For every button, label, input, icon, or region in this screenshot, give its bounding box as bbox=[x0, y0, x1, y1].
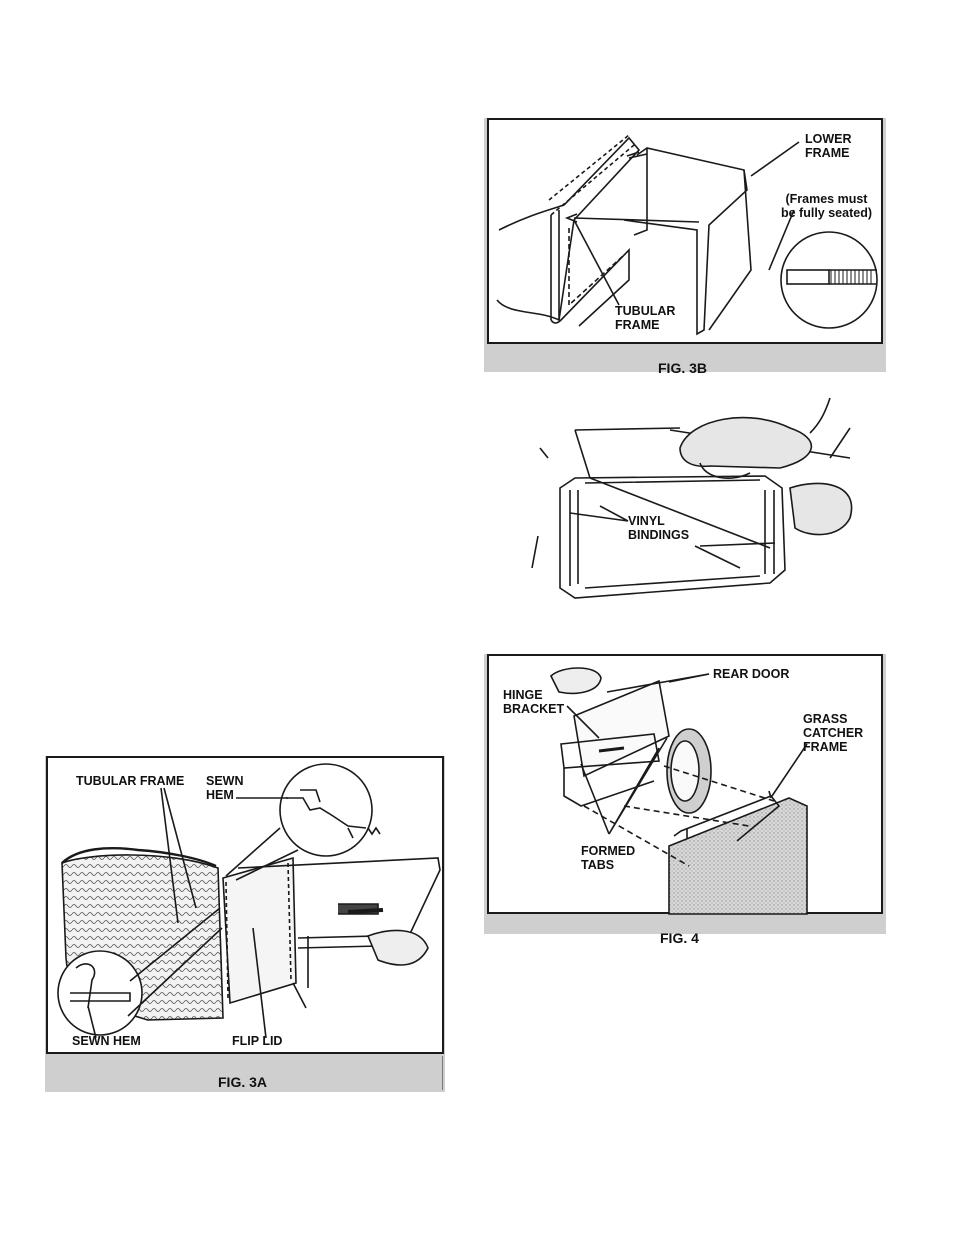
flip-lid-label: FLIP LID bbox=[232, 1034, 282, 1048]
figure-vinyl-bindings: VINYL BINDINGS bbox=[530, 388, 866, 610]
scan-edge-line bbox=[442, 1056, 443, 1090]
vinyl-label: VINYL bbox=[628, 514, 665, 528]
vinyl-bindings-illustration bbox=[530, 388, 866, 610]
tubular-frame-label: TUBULAR FRAME bbox=[76, 774, 184, 788]
lower-frame-label: LOWER FRAME bbox=[805, 132, 852, 160]
figure-3a: TUBULAR FRAME SEWN HEM SEWN HEM FLIP LID bbox=[46, 756, 444, 1054]
frames-seated-note: (Frames must be fully seated) bbox=[781, 192, 872, 220]
bindings-label: BINDINGS bbox=[628, 528, 689, 542]
grass-catcher-frame-label: GRASS CATCHER FRAME bbox=[803, 712, 863, 754]
hinge-bracket-label: HINGE BRACKET bbox=[503, 688, 564, 716]
sewn-hem-label-top: SEWN HEM bbox=[206, 774, 244, 802]
figure-3a-illustration bbox=[48, 758, 446, 1056]
figure-3b: LOWER FRAME (Frames must be fully seated… bbox=[487, 118, 883, 344]
tubular-frame-label: TUBULAR FRAME bbox=[615, 304, 675, 332]
figure-4: REAR DOOR HINGE BRACKET GRASS CATCHER FR… bbox=[487, 654, 883, 914]
rear-door-label: REAR DOOR bbox=[713, 667, 789, 681]
sewn-hem-label-bottom: SEWN HEM bbox=[72, 1034, 141, 1048]
figure-3a-caption: FIG. 3A bbox=[218, 1074, 267, 1090]
figure-4-caption: FIG. 4 bbox=[660, 930, 699, 946]
formed-tabs-label: FORMED TABS bbox=[581, 844, 635, 872]
figure-3b-caption: FIG. 3B bbox=[658, 360, 707, 376]
